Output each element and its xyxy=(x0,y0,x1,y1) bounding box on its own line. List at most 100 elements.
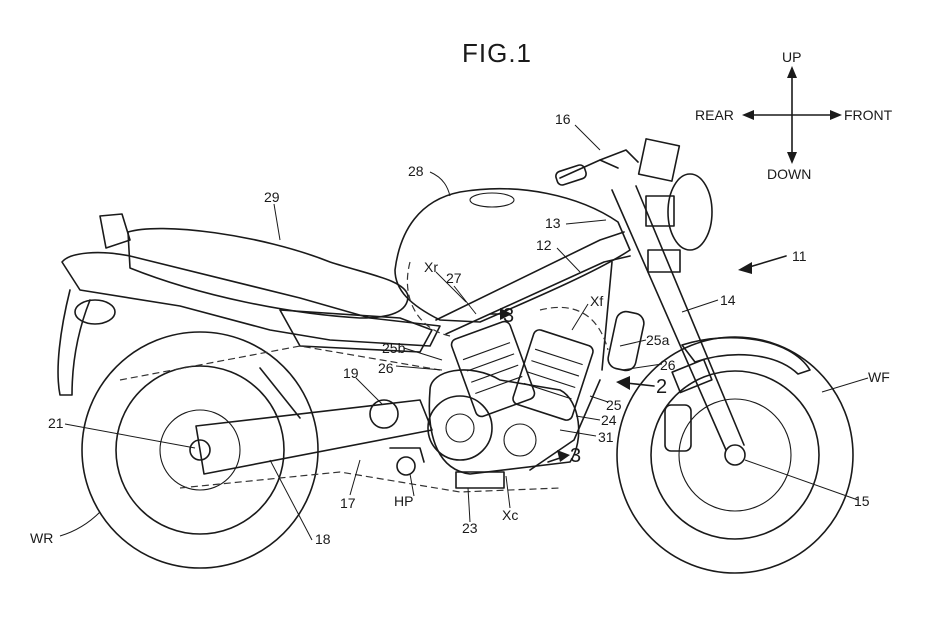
crankcase xyxy=(428,369,580,475)
direction-indicator: UP DOWN REAR FRONT xyxy=(695,49,893,182)
clutch-cover xyxy=(427,395,493,461)
handlebar xyxy=(555,149,639,186)
ref-label-xc: Xc xyxy=(502,507,518,523)
ref-label-12: 12 xyxy=(536,237,552,253)
section-arrow-icon xyxy=(557,450,570,462)
leader-lines xyxy=(59,124,869,541)
footpeg xyxy=(396,456,416,476)
front-wheel xyxy=(616,336,854,574)
oil-pan xyxy=(455,471,505,489)
ref-label-24: 24 xyxy=(601,412,617,428)
front-tire-outer xyxy=(616,336,854,574)
ref-label-21: 21 xyxy=(48,415,64,431)
ref-11-arrow xyxy=(738,255,787,274)
footpeg-bracket xyxy=(389,447,425,463)
exhaust-front-pipe xyxy=(529,379,601,471)
section-3-label-lower: 3 xyxy=(570,445,581,467)
rear-shock xyxy=(259,367,301,419)
grip xyxy=(555,164,587,186)
ref-label-25a: 25a xyxy=(646,332,670,348)
clutch-center xyxy=(445,413,475,443)
ref-label-xr: Xr xyxy=(424,259,438,275)
ref-label-31: 31 xyxy=(598,429,614,445)
rear-cylinder xyxy=(450,320,536,418)
frame-down-tube xyxy=(601,261,613,371)
fuel-cap xyxy=(469,192,515,208)
ref-label-26-right: 26 xyxy=(660,357,676,373)
ref-label-18: 18 xyxy=(315,531,331,547)
headlight-assembly xyxy=(637,138,713,273)
direction-down-label: DOWN xyxy=(767,166,811,182)
fuel-tank xyxy=(394,187,631,323)
ref-label-wr: WR xyxy=(30,530,53,546)
ref-label-25: 25 xyxy=(606,397,622,413)
ref-label-17: 17 xyxy=(340,495,356,511)
ref-label-29: 29 xyxy=(264,189,280,205)
grab-rail xyxy=(99,213,131,249)
front-arrowhead-icon xyxy=(830,110,842,120)
ref-label-16: 16 xyxy=(555,111,571,127)
section-2: 2 xyxy=(616,376,667,398)
intake-front-dashed xyxy=(539,306,609,351)
front-axle xyxy=(724,444,746,466)
front-cylinder xyxy=(512,329,594,421)
ref-label-hp: HP xyxy=(394,493,413,509)
handlebar-lever xyxy=(599,149,639,163)
frame xyxy=(435,231,645,471)
ref-label-15: 15 xyxy=(854,493,870,509)
ref-label-xf: Xf xyxy=(590,293,603,309)
section-3-lower: 3 xyxy=(547,445,581,467)
up-arrowhead-icon xyxy=(787,66,797,78)
fork-tube-front xyxy=(635,185,745,446)
ref-label-26-left: 26 xyxy=(378,360,394,376)
ref-label-28: 28 xyxy=(408,163,424,179)
figure-title: FIG.1 xyxy=(462,38,532,68)
ref-arrow-icon xyxy=(738,262,752,274)
front-fender xyxy=(681,336,811,375)
intake-dashed xyxy=(406,261,451,337)
rear-cowl xyxy=(61,251,441,347)
pivot-bolt xyxy=(369,399,399,429)
brake-caliper xyxy=(664,404,692,452)
headlight-bracket xyxy=(645,195,675,227)
taillight xyxy=(74,299,116,325)
swingarm xyxy=(195,399,433,475)
chain-lower-dashed xyxy=(179,471,561,493)
section-arrow-icon xyxy=(616,376,630,390)
section-2-label: 2 xyxy=(656,376,667,398)
ref-label-wf: WF xyxy=(868,369,890,385)
ref-label-23: 23 xyxy=(462,520,478,536)
side-cover xyxy=(279,309,433,353)
seat xyxy=(127,227,409,319)
direction-front-label: FRONT xyxy=(844,107,893,123)
v-twin-engine xyxy=(427,320,594,489)
instrument-meter xyxy=(637,138,681,182)
ref-label-25b: 25b xyxy=(382,340,406,356)
rear-arrowhead-icon xyxy=(742,110,754,120)
direction-rear-label: REAR xyxy=(695,107,734,123)
front-fork xyxy=(611,185,745,451)
section-3-label-upper: 3 xyxy=(503,305,514,327)
fork-tube-rear xyxy=(611,189,727,451)
ref-label-14: 14 xyxy=(720,292,736,308)
section-3-upper: 3 xyxy=(489,305,514,327)
direction-up-label: UP xyxy=(782,49,801,65)
rear-tire-outer xyxy=(81,331,319,569)
down-arrowhead-icon xyxy=(787,152,797,164)
rear-fender xyxy=(57,289,91,396)
headlight xyxy=(667,173,713,251)
rear-sprocket xyxy=(159,409,241,491)
ref-label-27: 27 xyxy=(446,270,462,286)
rear-rim xyxy=(115,365,285,535)
ref-label-13: 13 xyxy=(545,215,561,231)
radiator xyxy=(607,310,645,372)
frame-main-lower xyxy=(445,255,631,335)
chain-upper-dashed xyxy=(119,345,441,381)
rear-axle xyxy=(189,439,211,461)
front-brake-disc xyxy=(678,398,792,512)
front-rim xyxy=(650,370,820,540)
front-turn-signal xyxy=(647,249,681,273)
ref-label-11: 11 xyxy=(792,248,807,264)
